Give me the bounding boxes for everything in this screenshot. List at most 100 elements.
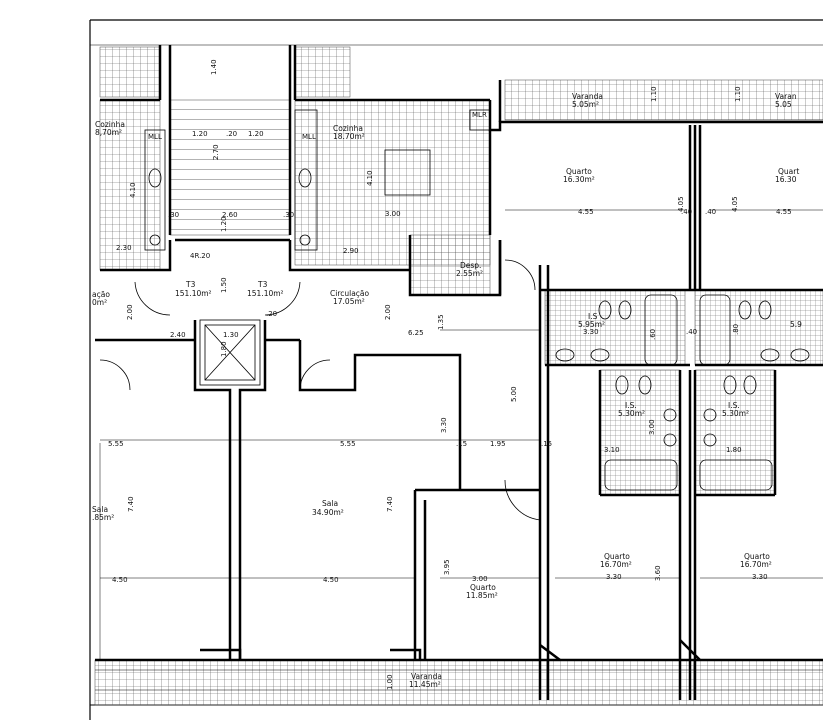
room-quarto-2-name: Quart: [778, 167, 799, 176]
dim-label: 5.55: [108, 440, 124, 448]
dim-label: .30: [283, 211, 294, 219]
dim-label: 2.00: [126, 304, 134, 320]
dim-label: 7.40: [386, 496, 394, 512]
room-t3-right-name: T3: [257, 280, 268, 289]
dim-label: 1.35: [437, 314, 445, 330]
fixture-lift-label: 4R.20: [190, 252, 210, 260]
dim-label: 2.00: [384, 304, 392, 320]
room-is-3-name: I.S.: [728, 401, 740, 410]
room-desp-name: Desp.: [460, 261, 481, 270]
walls: [95, 45, 823, 700]
room-quarto-4-name: Quarto: [604, 552, 630, 561]
room-varanda-top-a-area: 5.05m²: [572, 100, 599, 109]
dim-label: 4.55: [776, 208, 792, 216]
dim-label: .80: [732, 324, 740, 335]
dim-label: .40: [686, 328, 697, 336]
dim-label: 2.60: [222, 211, 238, 219]
room-cozinha-center-name: Cozinha: [333, 124, 363, 133]
dim-label: .60: [649, 329, 657, 340]
dim-label: 1.20: [220, 216, 228, 232]
dim-label: .20: [266, 310, 277, 318]
dim-label: 3.30: [583, 328, 599, 336]
dim-label: 3.30: [440, 417, 448, 433]
dim-label: 4.05: [677, 196, 685, 212]
room-quarto-1-name: Quarto: [566, 167, 592, 176]
dim-label: 3.30: [606, 573, 622, 581]
room-is-3-area: 5.30m²: [722, 409, 749, 418]
room-varanda-top-b-name: Varan: [775, 92, 797, 101]
room-labels: Cozinha 8,70m² Cozinha 18.70m² Varanda 5…: [92, 92, 802, 689]
fixtures: [95, 109, 823, 691]
dim-label: 2.70: [212, 144, 220, 160]
dimension-labels: 1.40 1.20 .20 1.20 2.70 4.10 4.10 2.60 .…: [108, 59, 792, 690]
room-sala-left-name: Sala: [92, 505, 108, 514]
room-varanda-bottom-name: Varanda: [411, 672, 442, 681]
room-is-4-area: 5.9: [790, 320, 802, 329]
dim-label: .15: [541, 440, 552, 448]
room-quarto-3-area: 11.85m²: [466, 591, 498, 600]
room-circulacao-right-name: Circulação: [330, 289, 370, 298]
room-sala-center-name: Sala: [322, 499, 338, 508]
fixture-mlr: MLR: [472, 111, 487, 119]
room-t3-right-area: 151.10m²: [247, 289, 284, 298]
fixture-mll-center: MLL: [302, 133, 316, 141]
dim-label: 2.90: [343, 247, 359, 255]
room-circulacao-left-area: 0m²: [92, 298, 107, 307]
dim-label: 1.00: [386, 674, 394, 690]
dim-label: 4.55: [578, 208, 594, 216]
dim-label: .15: [456, 440, 467, 448]
dim-label: 1.20: [192, 130, 208, 138]
tiled-floors: [94, 46, 823, 706]
dim-label: 2.40: [170, 331, 186, 339]
dim-label: 1.20: [248, 130, 264, 138]
dim-label: 1.95: [490, 440, 506, 448]
dim-label: 1.30: [223, 331, 239, 339]
dim-label: 5.55: [340, 440, 356, 448]
room-circulacao-right-area: 17.05m²: [333, 297, 365, 306]
dim-label: 3.00: [472, 575, 488, 583]
room-quarto-1-area: 16.30m²: [563, 175, 595, 184]
room-varanda-top-a-name: Varanda: [572, 92, 603, 101]
room-desp-area: 2.55m²: [456, 269, 483, 278]
room-sala-center-area: 34.90m²: [312, 508, 344, 517]
room-cozinha-left-name: Cozinha: [95, 120, 125, 129]
dim-label: 3.30: [752, 573, 768, 581]
room-t3-left-name: T3: [185, 280, 196, 289]
dim-label: .20: [226, 130, 237, 138]
room-quarto-5-area: 16.70m²: [740, 560, 772, 569]
dim-label: 4.50: [112, 576, 128, 584]
dim-label: 1.80: [726, 446, 742, 454]
room-varanda-top-b-area: 5.05: [775, 100, 792, 109]
room-t3-left-area: 151.10m²: [175, 289, 212, 298]
room-cozinha-center-area: 18.70m²: [333, 132, 365, 141]
dim-label: 3.95: [443, 559, 451, 575]
dim-label: 4.05: [731, 196, 739, 212]
fixture-mll-left: MLL: [148, 133, 162, 141]
room-sala-left-area: .85m²: [92, 513, 114, 522]
dim-label: 3.10: [604, 446, 620, 454]
dim-label: .40: [705, 208, 716, 216]
room-quarto-4-area: 16.70m²: [600, 560, 632, 569]
room-is-1-area: 5.95m²: [578, 320, 605, 329]
dim-label: 4.10: [366, 170, 374, 186]
room-circulacao-left-name: ação: [92, 290, 110, 299]
room-quarto-2-area: 16.30: [775, 175, 797, 184]
dim-label: 3.60: [654, 565, 662, 581]
dim-label: 3.00: [648, 419, 656, 435]
room-quarto-3-name: Quarto: [470, 583, 496, 592]
room-quarto-5-name: Quarto: [744, 552, 770, 561]
dim-label: 3.00: [385, 210, 401, 218]
room-varanda-bottom-area: 11.45m²: [409, 680, 441, 689]
dim-label: 7.40: [127, 496, 135, 512]
dim-label: 1.40: [210, 59, 218, 75]
dim-label: .40: [681, 208, 692, 216]
dim-label: 6.25: [408, 329, 424, 337]
dim-label: 4.10: [129, 182, 137, 198]
room-is-2-name: I.S.: [625, 401, 637, 410]
dim-label: 1.50: [220, 277, 228, 293]
dim-label: .30: [168, 211, 179, 219]
dim-label: 5.00: [510, 386, 518, 402]
dim-label: 4.50: [323, 576, 339, 584]
dim-label: 1.10: [734, 86, 742, 102]
